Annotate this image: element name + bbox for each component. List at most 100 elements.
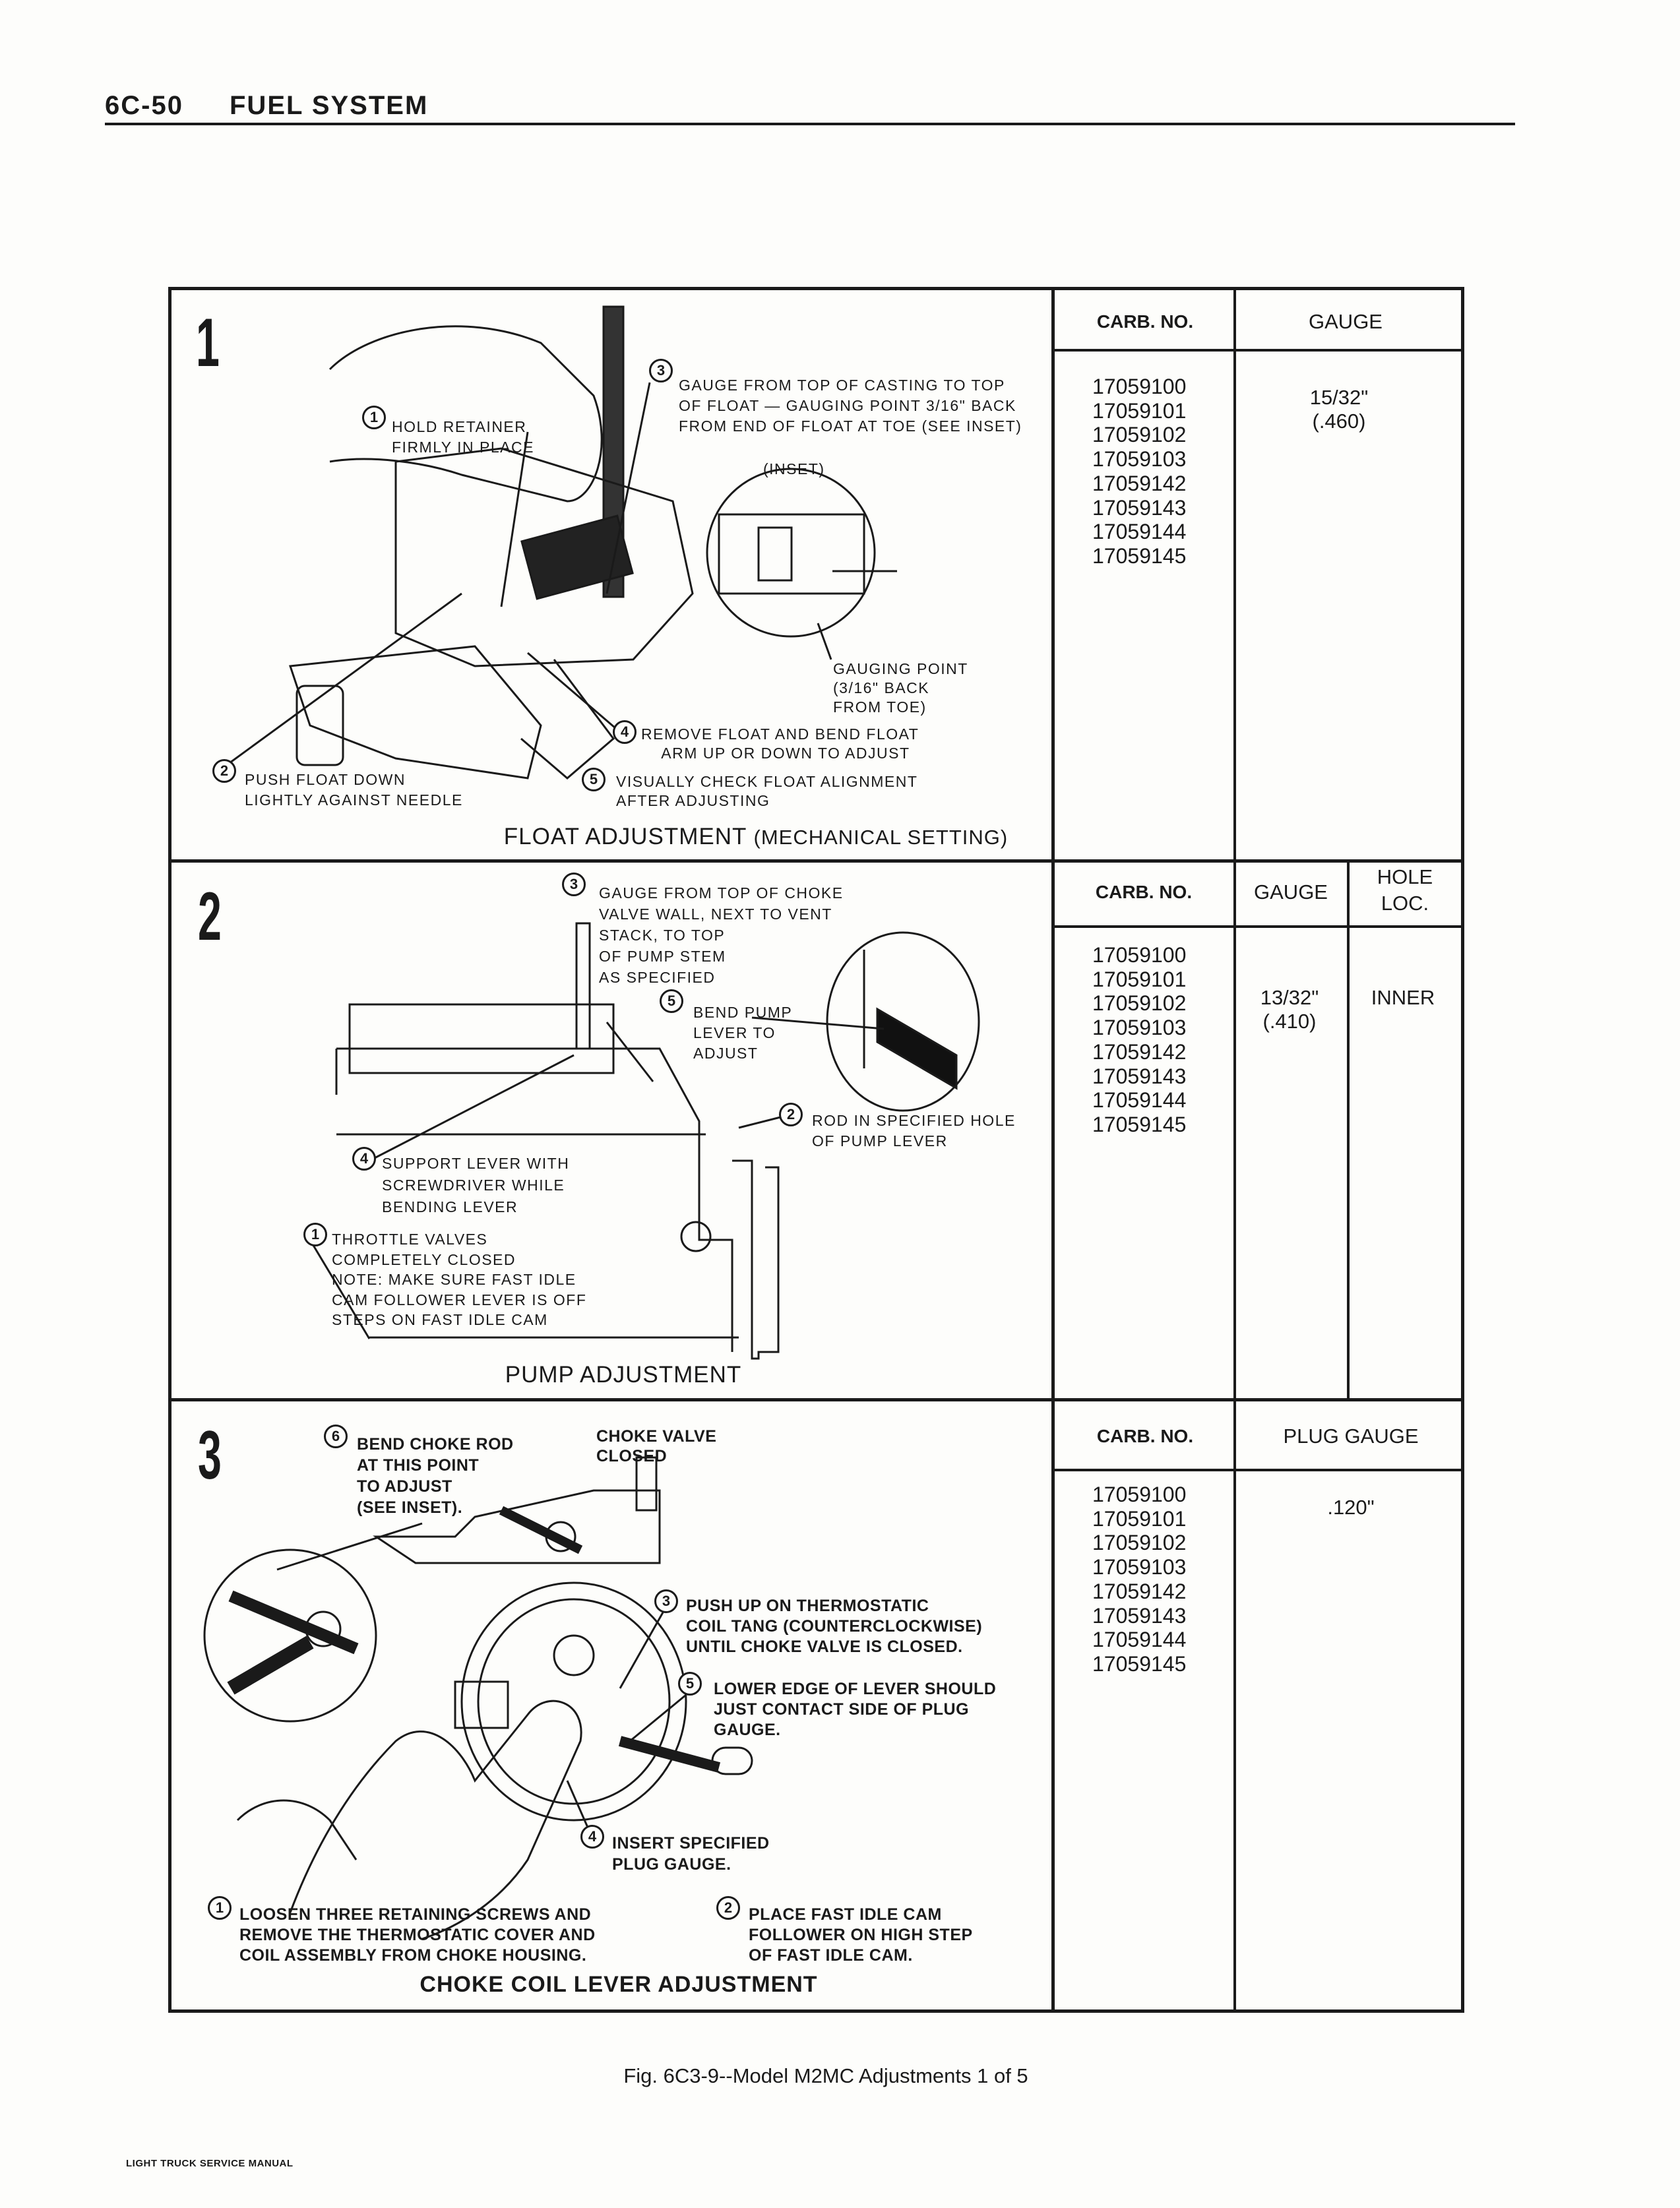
carb-number: 17059144 [1092,520,1187,544]
figure-frame [168,287,1464,2013]
pump-adjustment-illustration [309,922,980,1360]
callout-marker: 3 [562,873,586,896]
callout-marker: 6 [324,1425,348,1448]
callout-marker: 2 [212,759,236,783]
carb-number: 17059142 [1092,1579,1187,1603]
table-header-carb-no: CARB. NO. [1096,311,1194,332]
callout-marker: 5 [678,1672,702,1696]
callout-text: LOWER EDGE OF LEVER SHOULD JUST CONTACT … [714,1680,997,1739]
panel-title-main: FLOAT ADJUSTMENT [503,824,747,849]
callout-text: INSERT SPECIFIED PLUG GAUGE. [612,1834,770,1874]
callout-text: HOLD RETAINER FIRMLY IN PLACE [392,418,534,456]
callout-text: REMOVE FLOAT AND BEND FLOAT ARM UP OR DO… [641,725,919,762]
callout-text: PUSH FLOAT DOWN LIGHTLY AGAINST NEEDLE [245,771,463,809]
table-header-carb-no: CARB. NO. [1096,1426,1194,1446]
table-header-hole-loc: HOLE LOC. [1377,865,1433,915]
carb-number: 17059145 [1092,1112,1187,1136]
callout-text: SUPPORT LEVER WITH SCREWDRIVER WHILE BEN… [382,1155,570,1215]
callout-marker: 1 [208,1896,232,1920]
callout-text: PLACE FAST IDLE CAM FOLLOWER ON HIGH STE… [749,1905,973,1965]
table-header-gauge: GAUGE [1254,880,1328,904]
table-header-gauge: GAUGE [1309,310,1383,333]
callout-text: BEND CHOKE ROD AT THIS POINT TO ADJUST (… [357,1435,514,1517]
section-title: FUEL SYSTEM [230,91,429,120]
plug-gauge-value: .120" [1327,1496,1375,1519]
table-col-divider [1233,287,1236,861]
gauge-value: 15/32" (.460) [1309,386,1369,433]
page-number: 6C-50 [105,91,183,120]
table-col-divider [1233,861,1236,1399]
table-header-rule [1053,349,1464,352]
panel-number: 2 [198,878,222,955]
carb-number: 17059102 [1092,1531,1187,1555]
table-col-divider [1347,861,1350,1399]
carb-number: 17059103 [1092,1016,1187,1040]
carb-number: 17059103 [1092,1555,1187,1579]
callout-text: BEND PUMP LEVER TO ADJUST [693,1004,793,1062]
callout-marker: 1 [362,406,386,429]
table-header-rule [1053,1469,1464,1471]
hole-location-value: INNER [1371,986,1435,1009]
inset-label: (INSET) [763,460,825,477]
callout-text: THROTTLE VALVES COMPLETELY CLOSED NOTE: … [332,1231,587,1328]
callout-marker: 4 [352,1147,376,1171]
carb-number: 17059144 [1092,1088,1187,1113]
callout-text: ROD IN SPECIFIED HOLE OF PUMP LEVER [812,1112,1016,1150]
callout-marker: 4 [613,720,637,744]
table-header-rule [1053,925,1464,928]
carb-number: 17059144 [1092,1628,1187,1652]
table-col-divider [1233,1399,1236,2013]
carb-number: 17059102 [1092,423,1187,447]
table-divider [1051,287,1055,2013]
panel-divider-1 [168,859,1464,863]
header-rule [105,123,1515,125]
callout-marker: 3 [654,1589,678,1613]
carb-number: 17059103 [1092,447,1187,472]
carb-number: 17059101 [1092,398,1187,423]
panel-title: PUMP ADJUSTMENT [505,1362,742,1388]
callout-marker: 4 [580,1825,604,1849]
panel-title: FLOAT ADJUSTMENT (MECHANICAL SETTING) [504,824,1008,850]
figure-caption: Fig. 6C3-9--Model M2MC Adjustments 1 of … [623,2064,1028,2087]
callout-marker: 5 [582,768,606,791]
callout-marker: 5 [660,989,683,1013]
choke-valve-label: CHOKE VALVE CLOSED [596,1427,717,1465]
carb-number: 17059102 [1092,991,1187,1016]
callout-text: VISUALLY CHECK FLOAT ALIGNMENT AFTER ADJ… [616,773,918,809]
footer: LIGHT TRUCK SERVICE MANUAL [126,2158,294,2169]
panel-title-sub: (MECHANICAL SETTING) [753,826,1009,849]
gauge-value: 13/32" (.410) [1260,986,1319,1033]
carb-number: 17059142 [1092,471,1187,495]
carb-number: 17059143 [1092,1064,1187,1088]
carb-number: 17059101 [1092,1506,1187,1531]
carb-number: 17059100 [1092,943,1187,967]
panel-divider-2 [168,1398,1464,1401]
callout-text: LOOSEN THREE RETAINING SCREWS AND REMOVE… [239,1905,596,1965]
carb-number: 17059142 [1092,1039,1187,1064]
callout-text: GAUGE FROM TOP OF CASTING TO TOP OF FLOA… [679,377,1022,435]
carb-number: 17059145 [1092,543,1187,568]
carb-number: 17059145 [1092,1651,1187,1676]
choke-coil-illustration [203,1456,753,1940]
callout-text: PUSH UP ON THERMOSTATIC COIL TANG (COUNT… [686,1597,983,1656]
panel-title: CHOKE COIL LEVER ADJUSTMENT [420,1972,818,1997]
carb-number: 17059100 [1092,1483,1187,1506]
panel-number: 3 [198,1417,222,1494]
callout-marker: 1 [303,1223,327,1246]
panel-number: 1 [196,305,220,381]
table-header-carb-no: CARB. NO. [1095,882,1193,902]
callout-marker: 3 [649,359,673,383]
callout-marker: 2 [779,1103,803,1126]
carb-number: 17059143 [1092,495,1187,520]
carb-number: 17059143 [1092,1603,1187,1628]
callout-text: GAUGE FROM TOP OF CHOKE VALVE WALL, NEXT… [599,884,844,986]
gauging-point-label: GAUGING POINT (3/16" BACK FROM TOE) [833,660,968,716]
table-header-plug-gauge: PLUG GAUGE [1283,1425,1419,1448]
float-adjustment-illustration [217,305,897,780]
callout-marker: 2 [716,1896,740,1920]
carb-number: 17059100 [1092,375,1187,398]
